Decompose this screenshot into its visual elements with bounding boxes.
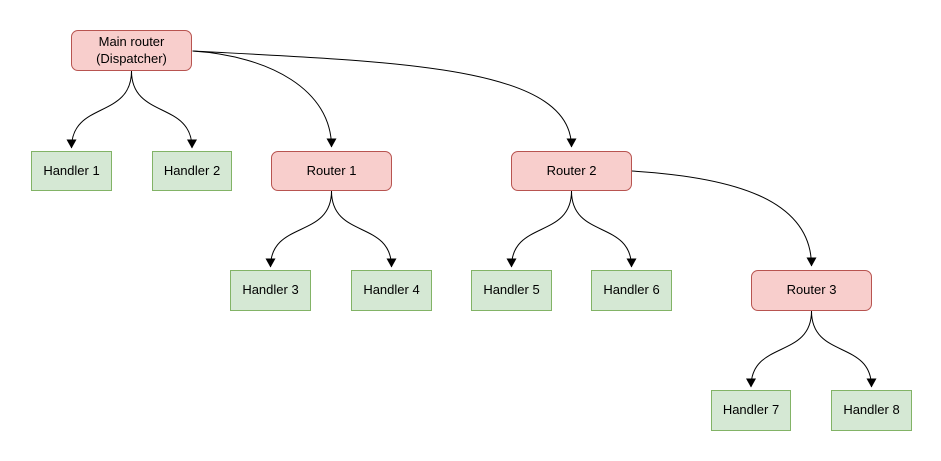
- edge-router-1-to-handler-3: [265, 190, 332, 268]
- node-handler-3: Handler 3: [230, 270, 311, 311]
- node-router-3-label: Router 3: [786, 282, 837, 298]
- edge-router-2-to-handler-5: [506, 190, 572, 268]
- node-handler-7: Handler 7: [711, 390, 791, 431]
- node-handler-3-label: Handler 3: [242, 282, 299, 298]
- node-handler-2: Handler 2: [152, 151, 232, 191]
- node-router-1-label: Router 1: [306, 162, 357, 178]
- edge-main-router-to-router-2: [192, 50, 577, 148]
- edge-router-1-to-handler-4: [331, 190, 397, 268]
- node-handler-8: Handler 8: [831, 390, 912, 431]
- edge-router-3-to-handler-8: [811, 310, 877, 388]
- node-handler-5: Handler 5: [471, 270, 552, 311]
- node-handler-7-label: Handler 7: [722, 402, 780, 418]
- node-handler-8-label: Handler 8: [843, 402, 900, 418]
- node-main-router: Main router (Dispatcher): [71, 30, 192, 71]
- edge-router-3-to-handler-7: [746, 310, 812, 388]
- node-handler-5-label: Handler 5: [483, 282, 540, 298]
- node-router-2-label: Router 2: [546, 162, 597, 178]
- edge-router-2-to-router-3: [631, 170, 817, 267]
- node-handler-4: Handler 4: [351, 270, 432, 311]
- node-main-router-label: Main router (Dispatcher): [96, 34, 167, 66]
- node-handler-1-label: Handler 1: [43, 162, 100, 178]
- node-handler-4-label: Handler 4: [363, 282, 420, 298]
- node-router-1: Router 1: [271, 151, 392, 191]
- edge-router-2-to-handler-6: [571, 190, 637, 268]
- edge-main-router-to-handler-2: [131, 70, 197, 149]
- edge-main-router-to-handler-1: [66, 70, 132, 149]
- node-handler-1: Handler 1: [31, 151, 112, 191]
- node-handler-6-label: Handler 6: [603, 282, 660, 298]
- node-router-3: Router 3: [751, 270, 872, 311]
- node-handler-2-label: Handler 2: [163, 162, 221, 178]
- node-handler-6: Handler 6: [591, 270, 672, 311]
- edge-main-router-to-router-1: [192, 50, 337, 148]
- node-router-2: Router 2: [511, 151, 632, 191]
